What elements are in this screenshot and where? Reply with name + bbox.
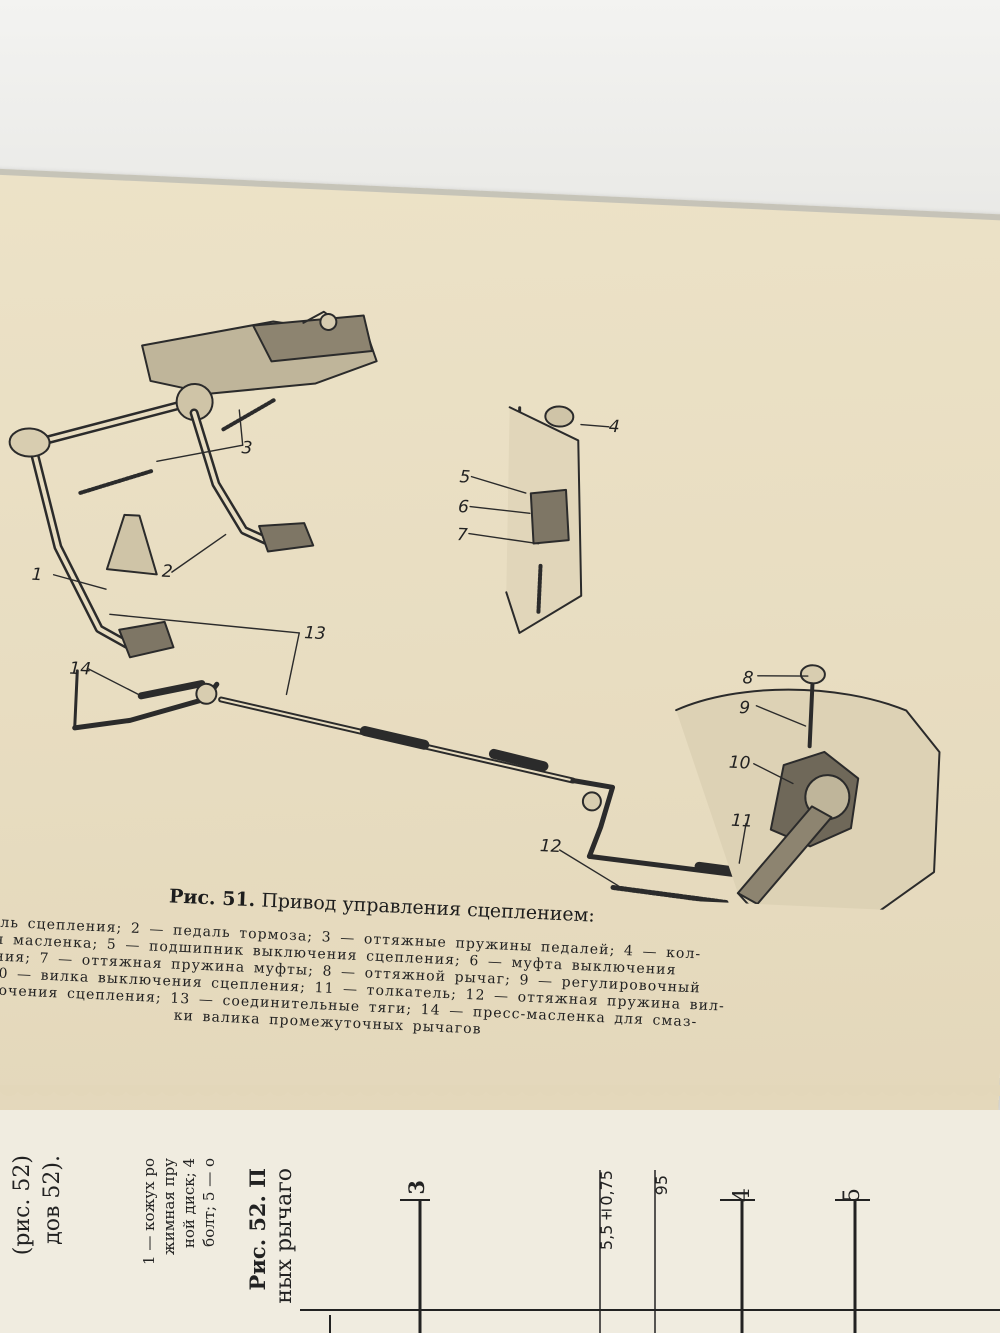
clutch-drive-illustration [8,310,941,913]
book-page: 1 2 3 4 5 6 7 8 9 10 11 12 13 14 Рис. 51… [0,168,1000,1176]
callout-6: 6 [457,497,470,518]
figure-title: Привод управления сцеплением: [260,889,596,927]
callout-2: 2 [161,561,174,583]
figure-legend: — педаль сцепления; 2 — педаль тормоза; … [0,912,887,1057]
callout-13: 13 [303,623,327,645]
callout-5: 5 [459,467,471,488]
callout-8: 8 [742,668,754,689]
part-number: 4 [730,1188,755,1202]
callout-1: 1 [31,564,43,586]
callout-7: 7 [456,525,469,546]
next-page-drawing [300,1170,1000,1333]
dimension-label: 95 [652,1175,671,1196]
figure-number: Рис. 51. [168,885,256,912]
next-page: (рис. 52) дов 52). Рис. 52. П ных рычаго… [0,1110,1000,1333]
part-number: 3 [404,1180,429,1195]
callout-9: 9 [738,698,751,719]
callout-3: 3 [241,438,253,459]
callout-14: 14 [68,658,92,680]
part-number: 5 [840,1188,865,1202]
callout-12: 12 [539,836,562,858]
callout-4: 4 [608,416,621,438]
callout-11: 11 [730,810,754,832]
callout-10: 10 [728,752,751,774]
dimension-label: 5,5±0,75 [597,1170,616,1251]
